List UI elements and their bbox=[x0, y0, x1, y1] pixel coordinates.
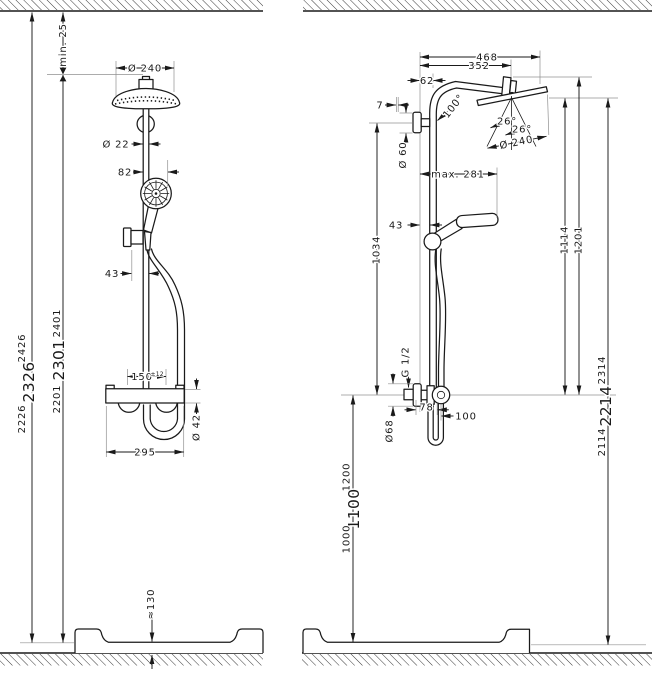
hand-shower-side bbox=[423, 212, 499, 388]
head-plate bbox=[476, 86, 549, 107]
valve-height-1200-label: 1200 bbox=[342, 463, 353, 492]
hand-shower-offset-label: 82 bbox=[118, 168, 132, 179]
valve-inlet bbox=[403, 388, 414, 401]
head-projection-label: 352 bbox=[468, 61, 490, 72]
slider-holder-knob bbox=[122, 227, 132, 248]
bracket-gap-label: 7 bbox=[376, 100, 383, 111]
total-projection-label: 468 bbox=[476, 53, 498, 64]
overall-height-2114-label: 2114 bbox=[597, 428, 608, 457]
head-diameter-side-label: Ø 240 bbox=[498, 133, 534, 152]
dome-texture-2 bbox=[114, 99, 178, 105]
height-2301-label: 2301 bbox=[50, 339, 68, 380]
front-view: min. 25 2426 2326 2226 2401 2301 2201 Ø … bbox=[16, 12, 264, 669]
arm-angle-label: 100° bbox=[441, 92, 466, 120]
shower-tray-side bbox=[302, 628, 531, 653]
ceiling-left bbox=[0, 0, 263, 12]
thermostat-valve-front bbox=[105, 384, 185, 413]
height-2226-label: 2226 bbox=[17, 405, 28, 434]
height-2426-label: 2426 bbox=[17, 334, 28, 363]
spray-angle-outer-label: 26° bbox=[512, 125, 532, 136]
shower-hose-front bbox=[142, 248, 186, 441]
valve-depth-label: 78 bbox=[419, 403, 433, 414]
min-ceiling-label: min. 25 bbox=[58, 23, 69, 67]
spray-angle-leader-1 bbox=[490, 122, 502, 129]
head-top-height-label: 1201 bbox=[574, 226, 585, 255]
front-labels: min. 25 2426 2326 2226 2401 2301 2201 Ø … bbox=[16, 22, 204, 621]
tray-height-label: ≈130 bbox=[146, 589, 157, 620]
connection-width-label: 150 bbox=[131, 372, 153, 383]
head-diameter-label: Ø 240 bbox=[128, 63, 162, 75]
pipe-offset-label: 62 bbox=[420, 76, 434, 87]
connection-tolerance-label: ±12 bbox=[151, 371, 164, 378]
valve-reach-label: 100 bbox=[455, 412, 477, 423]
hand-shower-reach-label: max. 281 bbox=[431, 170, 485, 181]
shower-tray-front bbox=[74, 628, 264, 653]
holder-ball-joint bbox=[423, 232, 442, 251]
shower-head-dome bbox=[111, 87, 181, 110]
hand-shower-front bbox=[122, 177, 172, 251]
side-labels: 468 352 62 7 Ø 60 100° 26° 26° Ø 240 max… bbox=[340, 51, 616, 554]
dome-texture bbox=[116, 96, 176, 102]
escutcheon-diameter-label: Ø 60 bbox=[397, 142, 409, 169]
height-2401-label: 2401 bbox=[52, 309, 63, 338]
ceiling-right bbox=[303, 0, 652, 12]
front-dimensions bbox=[29, 12, 201, 669]
spray-nozzle-pattern bbox=[142, 180, 170, 207]
valve-height-1000-label: 1000 bbox=[342, 525, 353, 554]
floor-right bbox=[302, 652, 652, 666]
floor-left bbox=[0, 652, 263, 666]
flange-diameter-label: Ø68 bbox=[384, 420, 396, 443]
thermostat-valve-side bbox=[403, 383, 451, 446]
overall-height-2314-label: 2314 bbox=[597, 356, 608, 385]
wall-bracket-side bbox=[412, 111, 431, 134]
overhead-shower-front bbox=[111, 75, 181, 110]
slider-holder-clamp bbox=[130, 229, 144, 245]
head-bottom-height-label: 1114 bbox=[560, 226, 571, 255]
arm-angle-leader bbox=[437, 111, 448, 121]
valve-knob-side bbox=[431, 385, 451, 405]
valve-diameter-label: Ø 42 bbox=[191, 414, 203, 441]
hand-shower-head-side bbox=[455, 212, 499, 229]
bar-height-label: 1034 bbox=[372, 236, 383, 265]
valve-body bbox=[105, 388, 185, 404]
spray-angle-leader-2 bbox=[505, 129, 516, 136]
spray-angle-inner-label: 26° bbox=[497, 117, 517, 128]
overall-height-2214-label: 2214 bbox=[597, 385, 615, 426]
pipe-diameter-label: Ø 22 bbox=[103, 139, 130, 151]
side-view: 468 352 62 7 Ø 60 100° 26° 26° Ø 240 max… bbox=[302, 50, 646, 653]
bowtie-arrow bbox=[59, 67, 67, 82]
height-2326-label: 2326 bbox=[20, 361, 38, 402]
hand-shower-hose-side bbox=[434, 248, 441, 388]
valve-width-label: 295 bbox=[134, 448, 156, 459]
thread-label: G 1/2 bbox=[401, 346, 412, 377]
slider-offset-label: 43 bbox=[105, 269, 119, 280]
hose-connector bbox=[143, 230, 152, 251]
valve-height-1100-label: 1100 bbox=[345, 488, 363, 529]
height-2201-label: 2201 bbox=[52, 385, 63, 414]
holder-offset-label: 43 bbox=[389, 220, 403, 231]
side-dimensions bbox=[350, 50, 611, 645]
